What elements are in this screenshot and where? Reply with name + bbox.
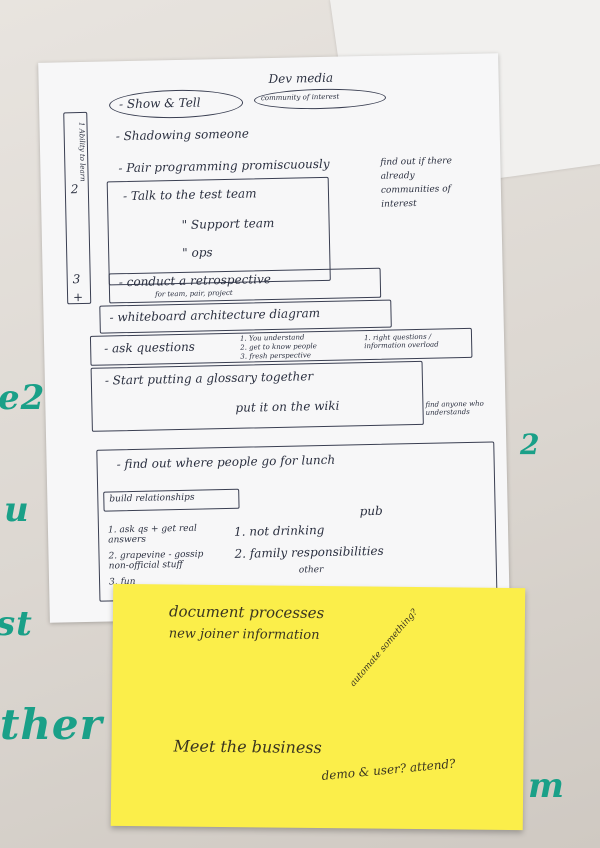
shadowing-item: - Shadowing someone — [115, 126, 249, 144]
ask-q-note: 2. get to know people — [240, 342, 317, 352]
wall-writing-fragment: u — [4, 490, 30, 530]
show-tell-item: - Show & Tell — [118, 95, 201, 112]
wall-writing-fragment: m — [528, 766, 565, 806]
dev-media-label: Dev media — [268, 70, 334, 87]
negative-point: other — [298, 565, 324, 576]
sticky-line: document processes — [168, 602, 325, 623]
ask-q-note: 1. You understand — [239, 333, 305, 343]
wiki-item: put it on the wiki — [235, 398, 340, 415]
ask-questions-item: - ask questions — [104, 339, 196, 356]
sticky-note: document processes new joiner informatio… — [110, 583, 526, 831]
relationship-point: 1. ask qs + get real answers — [107, 523, 197, 546]
support-team-item: " Support team — [181, 215, 275, 232]
margin-label: 2 — [70, 182, 79, 197]
sticky-line: new joiner information — [168, 626, 320, 644]
find-anyone-note: find anyone who understands — [425, 399, 484, 417]
wall-writing-fragment: st — [0, 604, 33, 644]
wall-writing-fragment: 2 — [520, 428, 541, 461]
margin-label: + — [72, 289, 84, 305]
find-out-note: find out if there already communities of… — [380, 156, 453, 210]
margin-label: 3 — [72, 272, 81, 287]
pair-programming-item: - Pair programming promiscuously — [118, 156, 330, 176]
right-questions-note: 1. right questions / information overloa… — [363, 332, 439, 351]
relationships-label: build relationships — [109, 492, 195, 505]
sticky-line: Meet the business — [173, 736, 322, 758]
handwritten-sheet: 1 Ability to learn 2 3 + Dev media commu… — [38, 53, 510, 623]
ask-q-note: 3. fresh perspective — [240, 351, 312, 361]
retro-sub: for team, pair, project — [154, 288, 233, 299]
relationship-point: 2. grapevine - gossip non-official stuff — [108, 549, 204, 572]
wall-writing-fragment: e2 — [0, 378, 46, 418]
negative-point: 1. not drinking — [233, 522, 325, 539]
test-team-item: - Talk to the test team — [122, 186, 257, 204]
sticky-automate-note: automate something? — [348, 607, 420, 689]
community-label: community of interest — [260, 92, 340, 103]
sticky-demo-note: demo & user? attend? — [320, 756, 457, 784]
ops-item: " ops — [182, 245, 213, 260]
wall-writing-fragment: ther — [0, 700, 103, 749]
margin-label: 1 Ability to learn — [77, 121, 87, 182]
pub-label: pub — [359, 503, 383, 519]
